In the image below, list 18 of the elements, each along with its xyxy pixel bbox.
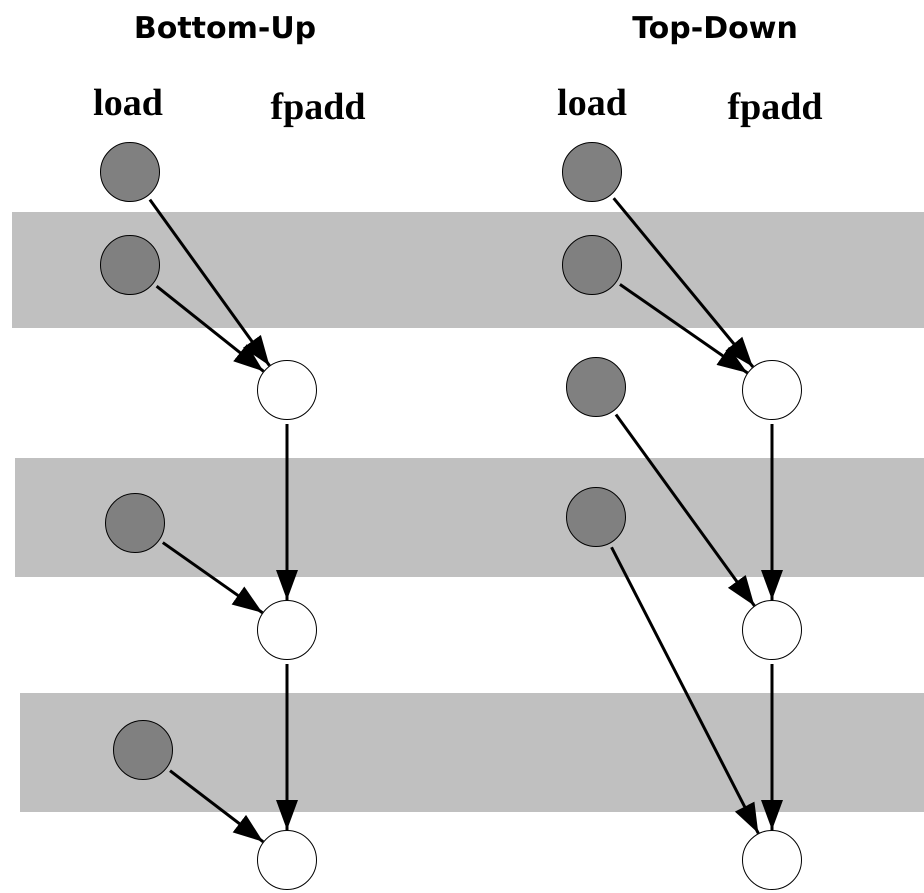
arrow	[761, 664, 783, 830]
column-label: fpadd	[270, 88, 366, 126]
heading: Top-Down	[632, 14, 798, 44]
column-label: load	[557, 84, 627, 122]
arrow	[614, 414, 756, 607]
arrow	[148, 198, 271, 367]
arrow	[619, 283, 748, 374]
arrow	[162, 541, 264, 614]
arrow	[169, 769, 264, 843]
arrow	[276, 664, 298, 830]
column-label: fpadd	[727, 88, 823, 126]
column-label: load	[93, 84, 163, 122]
arrow	[612, 197, 754, 368]
arrow	[156, 285, 264, 372]
arrow	[761, 424, 783, 600]
arrow	[610, 546, 760, 834]
heading: Bottom-Up	[134, 14, 316, 44]
arrow	[276, 424, 298, 600]
